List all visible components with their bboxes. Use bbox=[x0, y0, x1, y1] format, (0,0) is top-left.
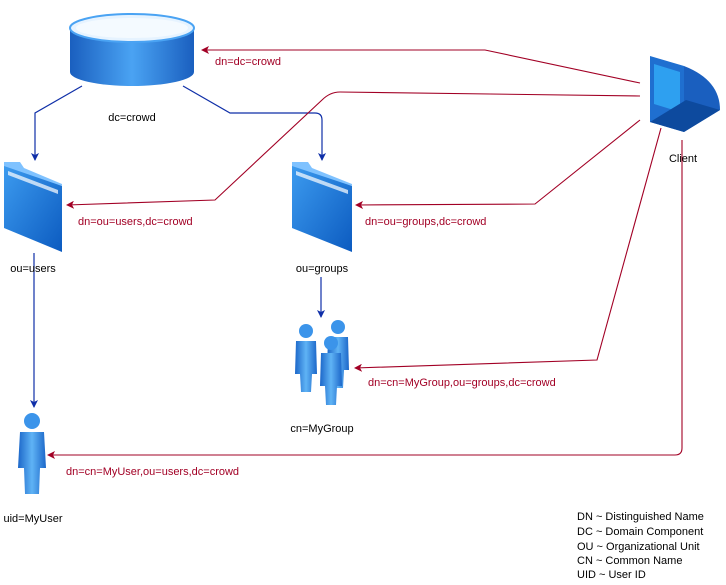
node-label-root: dc=crowd bbox=[108, 112, 155, 124]
tree-edges bbox=[30, 85, 326, 408]
edge-client-to-root bbox=[201, 46, 641, 84]
edge-label-root: dn=dc=crowd bbox=[215, 56, 281, 68]
folder-icon bbox=[292, 162, 352, 252]
legend-item: DC ~ Domain Component bbox=[577, 526, 703, 538]
computer-icon bbox=[650, 56, 720, 132]
node-label-user: uid=MyUser bbox=[4, 513, 63, 525]
user-group-icon bbox=[295, 320, 349, 405]
edge-client-to-groups bbox=[355, 119, 641, 209]
legend-item: OU ~ Organizational Unit bbox=[577, 541, 700, 553]
edge-root-to-groups bbox=[182, 85, 326, 161]
legend-item: DN ~ Distinguished Name bbox=[577, 511, 704, 523]
edge-client-to-user bbox=[47, 140, 683, 459]
edge-label-groups: dn=ou=groups,dc=crowd bbox=[365, 216, 486, 228]
legend: DN ~ Distinguished Name DC ~ Domain Comp… bbox=[577, 511, 704, 581]
node-label-groups: ou=groups bbox=[296, 263, 349, 275]
node-label-client: Client bbox=[669, 153, 697, 165]
edge-label-users: dn=ou=users,dc=crowd bbox=[78, 216, 193, 228]
node-label-users: ou=users bbox=[10, 263, 56, 275]
edge-root-to-users bbox=[31, 85, 83, 161]
edge-label-group: dn=cn=MyGroup,ou=groups,dc=crowd bbox=[368, 377, 556, 389]
edge-label-user: dn=cn=MyUser,ou=users,dc=crowd bbox=[66, 466, 239, 478]
user-icon bbox=[18, 413, 46, 494]
folder-icon bbox=[4, 162, 62, 252]
legend-item: UID ~ User ID bbox=[577, 569, 646, 581]
request-edges bbox=[47, 46, 683, 459]
legend-item: CN ~ Common Name bbox=[577, 555, 682, 567]
node-label-group: cn=MyGroup bbox=[290, 423, 353, 435]
database-icon bbox=[69, 13, 195, 86]
edge-client-to-users bbox=[66, 91, 641, 209]
edge-client-to-group bbox=[354, 127, 662, 372]
